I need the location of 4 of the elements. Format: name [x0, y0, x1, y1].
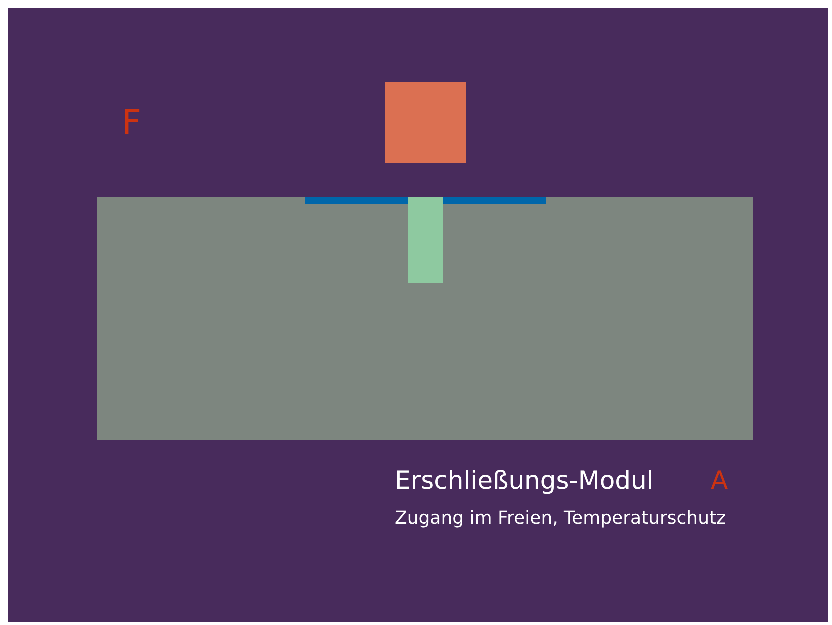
letter-marker: F [122, 106, 142, 140]
module-title: Erschließungs-Modul [395, 468, 654, 493]
letter-marker: A [711, 468, 728, 493]
module-subtitle: Zugang im Freien, Temperaturschutz [395, 510, 726, 528]
